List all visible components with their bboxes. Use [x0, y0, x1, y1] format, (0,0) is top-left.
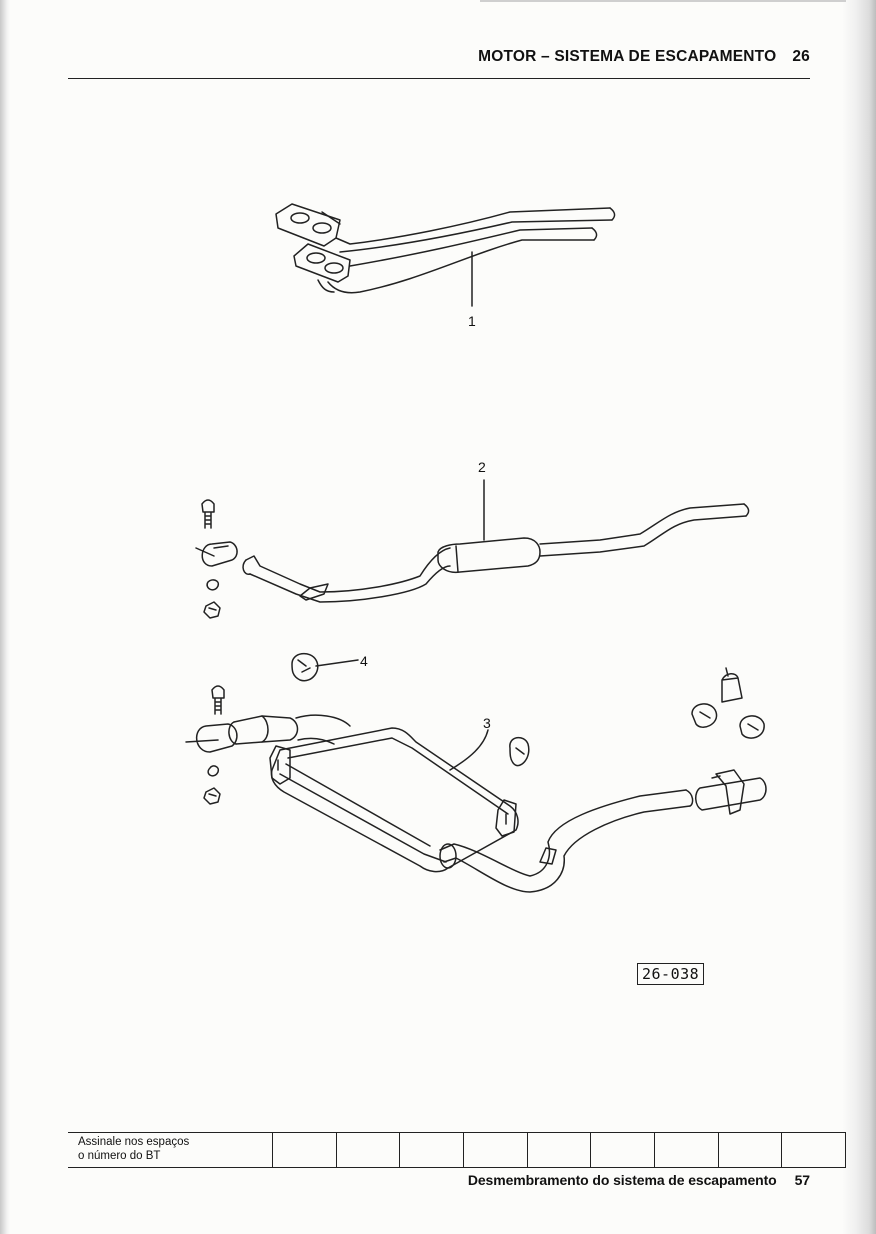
bt-number-cell[interactable]	[655, 1133, 719, 1167]
tail-pipe-clamp	[711, 769, 745, 815]
rubber-ring-left	[691, 703, 718, 728]
nut-lower	[203, 787, 221, 805]
header-section-number: 26	[792, 48, 810, 65]
flange-lower-hole-left	[306, 252, 326, 264]
muffler-inlet-pipe	[295, 714, 351, 745]
flange-lower-hole-right	[324, 262, 344, 274]
rubber-hanger-holes	[297, 659, 311, 673]
nut-upper	[203, 601, 221, 619]
bt-box-label: Assinale nos espaços o número do BT	[68, 1133, 273, 1167]
bolt-lower	[211, 685, 225, 715]
bt-number-cell[interactable]	[273, 1133, 337, 1167]
callout-1-label: 1	[468, 313, 476, 329]
front-pipe-lower	[349, 227, 593, 267]
pipe-flange-small	[299, 583, 329, 601]
page-edge-left	[0, 0, 10, 1234]
page-edge-right	[842, 0, 876, 1234]
header-title-text: MOTOR – SISTEMA DE ESCAPAMENTO	[478, 48, 777, 65]
bolt-upper	[201, 499, 215, 529]
intermediate-pipe	[245, 547, 451, 593]
washer-upper	[206, 579, 220, 591]
intermediate-pipe-start	[242, 559, 251, 575]
main-muffler-body	[270, 727, 519, 873]
rubber-mount-cylinder	[721, 667, 743, 703]
main-muffler-side-edge	[279, 763, 447, 863]
clamp-lower	[185, 723, 238, 753]
bt-number-cell[interactable]	[400, 1133, 465, 1167]
bt-number-cell[interactable]	[464, 1133, 528, 1167]
front-pipe-assembly	[275, 203, 616, 307]
page-header: MOTOR – SISTEMA DE ESCAPAMENTO 26	[68, 44, 810, 79]
clamp-upper	[195, 541, 238, 567]
footer-title-text: Desmembramento do sistema de escapamento	[467, 1172, 777, 1188]
muffler-outlet-pipe	[439, 789, 687, 877]
rubber-hanger-body	[291, 652, 319, 682]
header-title: MOTOR – SISTEMA DE ESCAPAMENTO 26	[478, 48, 810, 66]
rubber-ring-right	[739, 715, 765, 739]
muffler-bracket-rear	[495, 799, 517, 837]
flange-upper-hole-left	[290, 212, 310, 224]
muffler-outlet-pipe-inner	[443, 805, 691, 893]
flange-upper	[275, 203, 341, 247]
bt-box-label-line1: Assinale nos espaços	[78, 1136, 190, 1148]
intermediate-pipe-rear-end	[743, 503, 750, 517]
outlet-pipe-end	[685, 789, 694, 807]
intermediate-pipe-rear	[539, 503, 745, 545]
muffler-bracket-front	[269, 745, 291, 785]
front-pipe-lower-inner	[327, 239, 595, 294]
page-footer: Desmembramento do sistema de escapamento…	[68, 1172, 810, 1192]
rubber-ring-center	[509, 736, 530, 767]
muffler-outlet-ring	[439, 843, 457, 869]
outlet-pipe-bracket	[539, 847, 557, 865]
front-pipe-lower-end	[591, 227, 598, 241]
callout-2-label: 2	[478, 459, 486, 475]
callout-4-label: 4	[360, 653, 368, 669]
intermediate-pipe-assembly	[195, 479, 750, 619]
figure-reference-code: 26-038	[637, 963, 705, 985]
intermediate-pipe-rear-inner	[539, 515, 747, 557]
pre-muffler	[437, 537, 541, 574]
front-pipe-bend	[317, 279, 335, 293]
callout-4-leader	[315, 659, 359, 667]
tail-pipe	[695, 777, 767, 811]
front-pipe-upper	[335, 207, 611, 245]
main-muffler-top-edge	[287, 737, 509, 815]
flange-lower	[293, 243, 351, 283]
footer-page-number: 57	[794, 1172, 810, 1188]
bt-number-cell[interactable]	[528, 1133, 592, 1167]
callout-3-leader	[449, 729, 489, 771]
callout-3-label: 3	[483, 715, 491, 731]
washer-lower	[207, 765, 220, 777]
bt-number-cell[interactable]	[782, 1133, 847, 1167]
connector-pipe	[233, 715, 299, 745]
rear-muffler-assembly	[185, 667, 767, 893]
connector-pipe-end	[228, 715, 269, 745]
rubber-hanger	[291, 652, 359, 682]
pre-muffler-seam	[455, 545, 459, 573]
footer-title: Desmembramento do sistema de escapamento…	[468, 1172, 810, 1188]
bt-box-label-line2: o número do BT	[78, 1149, 161, 1162]
bt-number-cell[interactable]	[719, 1133, 783, 1167]
flange-upper-hole-right	[312, 222, 332, 234]
bt-number-cell[interactable]	[337, 1133, 401, 1167]
front-pipe-upper-end	[609, 207, 616, 221]
intermediate-pipe-inner	[249, 565, 451, 603]
bt-number-box: Assinale nos espaços o número do BT	[68, 1132, 847, 1168]
bt-number-cell[interactable]	[591, 1133, 656, 1167]
front-pipe-upper-inner	[339, 219, 613, 253]
page-top-edge	[480, 0, 846, 2]
flange-upper-stud	[321, 211, 341, 225]
